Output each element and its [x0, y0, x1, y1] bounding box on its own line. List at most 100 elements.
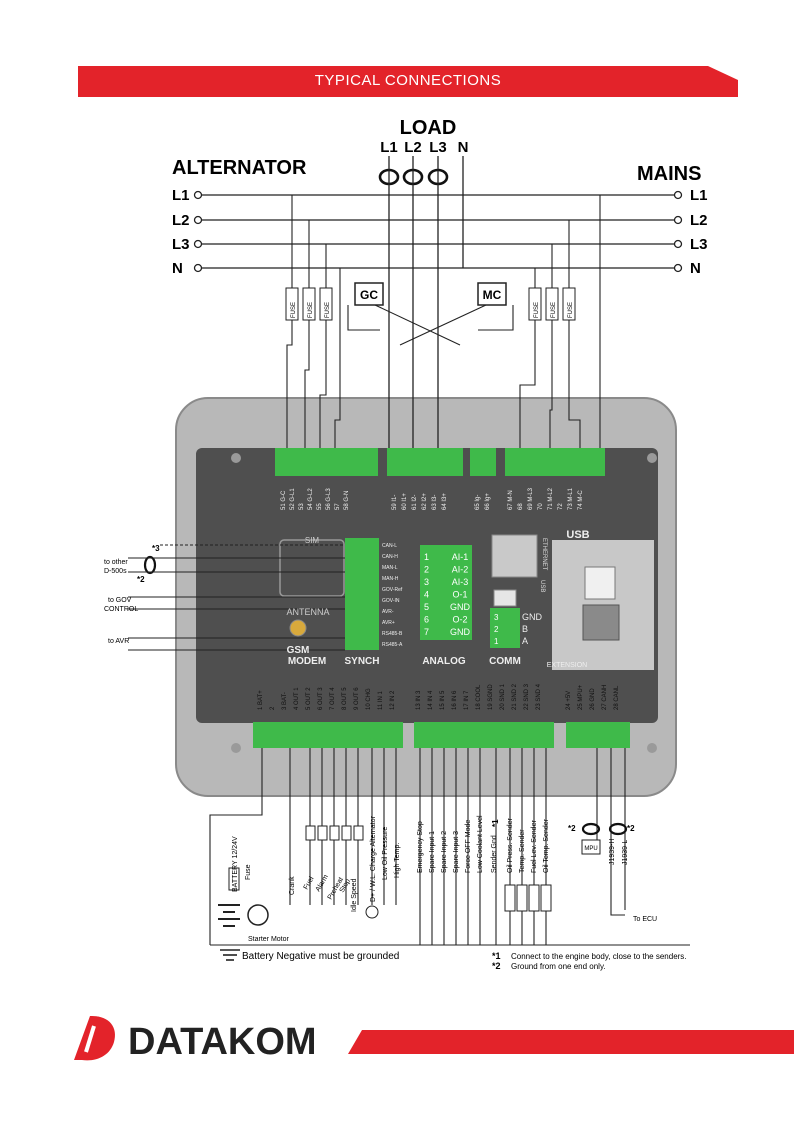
synch-pin-label: GOV-IN [382, 598, 400, 604]
comm-title: COMM [489, 656, 521, 667]
gc-contactor [354, 282, 384, 306]
datakom-logo-mark [74, 1016, 116, 1061]
top-terminal-label: 67 M-N [508, 490, 514, 510]
top-terminal-label: 74 M-C [578, 490, 584, 510]
synch-pin-label: RS485-A [382, 642, 403, 648]
bottom-terminal-label: 5 OUT 2 [306, 687, 312, 710]
bottom-terminal-label: 3 BAT- [282, 692, 288, 710]
usb-small-port [493, 589, 517, 607]
note-text: Connect to the engine body, close to the… [511, 952, 687, 961]
bus-lines [200, 194, 680, 269]
to-other-d500s-label-2: D-500s [104, 568, 127, 575]
starter-motor [247, 904, 269, 926]
alternator-label: ALTERNATOR [172, 157, 307, 179]
bottom-terminal-label: 19 SGND [488, 684, 494, 710]
bottom-terminal-label: 24 +5V [566, 691, 572, 710]
top-terminal-label: 72 [558, 503, 564, 510]
synch-title: SYNCH [344, 656, 379, 667]
fuse-label: FUSE [551, 302, 557, 318]
fuel-label: Fuel [303, 875, 316, 891]
synch-pin-label: RS485-B [382, 631, 403, 637]
analog-pin-label: GND [450, 627, 471, 637]
bottom-terminal-label: 7 OUT 4 [330, 687, 336, 710]
top-terminal-label: 57 [335, 503, 341, 510]
fuse-label: FUSE [534, 302, 540, 318]
starter-motor-label: Starter Motor [248, 936, 290, 943]
comm-pin-number: 2 [494, 625, 499, 634]
mc-label: MC [483, 288, 502, 302]
mains-phase-n: N [690, 260, 701, 277]
top-terminal-label: 59 I1- [392, 495, 398, 510]
analog-pin-number: 4 [424, 590, 429, 600]
spare3-label: Spare Input 3 [453, 831, 460, 873]
top-terminal-blocks [275, 448, 605, 476]
synch-pin-label: MAN-H [382, 576, 399, 582]
top-terminal-label: 62 I2+ [422, 493, 428, 510]
emergency-stop-label: Emergency Stop [417, 821, 424, 873]
comm-pin-label: B [522, 624, 528, 634]
j1939l-label: J1939-L [622, 840, 629, 865]
analog-pin-label: AI-3 [452, 577, 469, 587]
load-label: LOAD [400, 117, 457, 139]
charge-lamp [365, 905, 379, 919]
bottom-terminal-label: 2 [270, 706, 276, 710]
bottom-terminal-label: 28 CANL [614, 685, 620, 710]
to-gov-control-label-2: CONTROL [104, 606, 138, 613]
modem-title: MODEM [288, 656, 326, 667]
bottom-terminal-label: 23 SND 4 [536, 683, 542, 710]
shield-rings [143, 555, 628, 836]
top-terminal-label: 63 I3- [432, 495, 438, 510]
top-terminal-label: 58 G-N [344, 491, 350, 510]
star3-label: *3 [152, 544, 160, 553]
fuse-label: FUSE [568, 302, 574, 318]
oil-press-sender-label: Oil Press. Sender [507, 817, 514, 873]
load-phase-l3: L3 [429, 139, 447, 156]
mc-contactor [477, 282, 507, 306]
star2b-label: *2 [627, 824, 635, 833]
voltage-sense-wires [286, 195, 601, 448]
battery-symbol [218, 904, 240, 927]
note-text: Ground from one end only. [511, 962, 606, 971]
j1939h-label: J1939-H [609, 839, 616, 865]
top-terminal-label: 54 G-L2 [308, 488, 314, 510]
low-coolant-label: Low Coolant Level [477, 815, 484, 873]
mpu-label: MPU [584, 846, 597, 852]
sender-gnd-label: Sender Gnd [491, 835, 498, 873]
note-mark: *1 [492, 951, 501, 961]
analog-pin-label: O-1 [452, 590, 467, 600]
to-other-d500s-label: to other [104, 559, 128, 566]
top-terminal-label: 73 M-L1 [568, 487, 574, 510]
top-terminal-label: 70 [538, 503, 544, 510]
alternator-phase-l3: L3 [172, 236, 190, 253]
ground-note: Battery Negative must be grounded [242, 951, 399, 962]
load-phase-l2: L2 [404, 139, 422, 156]
bottom-terminal-label: 8 OUT 5 [342, 687, 348, 710]
top-terminal-label: 71 M-L2 [548, 487, 554, 510]
synch-pin-label: AVR+ [382, 620, 395, 626]
analog-pin-number: 5 [424, 602, 429, 612]
gc-label: GC [360, 288, 378, 302]
sender-star-label: *1 [491, 819, 500, 827]
header-banner [78, 66, 738, 97]
top-terminal-label: 60 I1+ [402, 493, 408, 510]
force-off-label: Force OFF Mode [465, 820, 472, 873]
usb-ethernet-port [582, 604, 620, 641]
bottom-terminal-label: 15 IN 5 [440, 690, 446, 710]
bottom-terminal-label: 22 SND 3 [524, 683, 530, 710]
top-terminal-label: 69 M-L3 [528, 487, 534, 510]
datakom-logo: DATAKOM [74, 1016, 317, 1063]
side-signal-lines [128, 544, 345, 651]
bottom-terminal-label: 6 OUT 3 [318, 687, 324, 710]
comm-connector [490, 608, 520, 648]
spare1-label: Spare Input 1 [429, 831, 436, 873]
ethernet-label: ETHERNET [541, 538, 547, 571]
antenna-label: ANTENNA [286, 607, 329, 617]
top-terminal-label: 65 Ig- [475, 495, 481, 510]
low-oil-label: Low Oil Pressure [382, 827, 389, 880]
top-terminal-label: 51 G-C [281, 490, 287, 510]
bottom-terminal-label: 13 IN 3 [416, 690, 422, 710]
bottom-terminal-label: 25 MPU+ [578, 684, 584, 710]
